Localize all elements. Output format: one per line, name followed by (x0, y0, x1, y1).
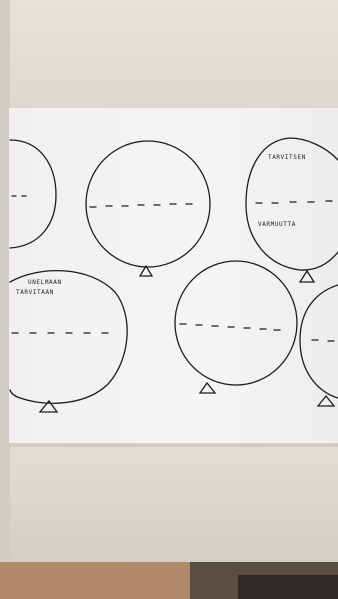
table-top-area (0, 0, 338, 115)
balloon-3-top-label: TARVITSEN (268, 154, 306, 161)
table-left-edge (0, 0, 10, 560)
floor-dark-corner (238, 575, 338, 599)
balloon-3-bottom-label: VARMUUTTA (258, 221, 296, 228)
paper-edge-shadow (9, 443, 338, 447)
balloon-4-top-label-line-2: TARVITAAN (16, 289, 54, 296)
balloon-4-top-label-line-1: UNELMAAN (28, 279, 62, 286)
